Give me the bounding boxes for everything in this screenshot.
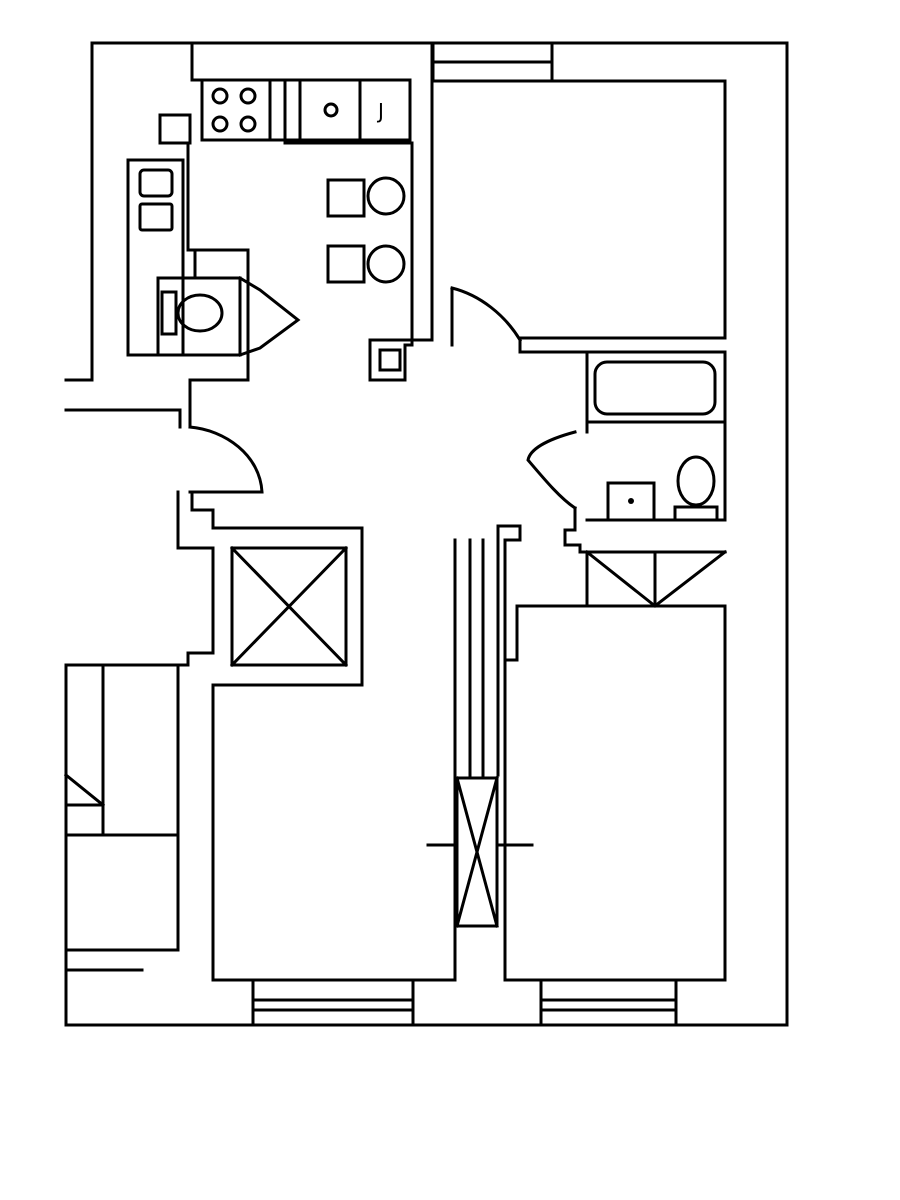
sliding-door [426, 776, 534, 928]
toilet-icon [160, 290, 224, 336]
window-top [431, 41, 554, 83]
half-bath [126, 113, 301, 429]
closet-living-room [229, 545, 349, 668]
bathroom-toilet-icon [673, 455, 719, 522]
entry-hall [64, 425, 727, 982]
kitchen [190, 41, 434, 382]
sink-icon [323, 102, 339, 118]
bedroom-top-right [430, 79, 727, 347]
window-bottom-left [251, 978, 415, 1027]
dining-table-icon [326, 176, 406, 284]
closet-bedroom [584, 549, 728, 608]
window-bottom-right [539, 978, 678, 1027]
washer-icon [138, 168, 174, 232]
kitchen-appliance-mark: J [376, 99, 384, 123]
bathroom-sink-icon [606, 481, 656, 522]
bedroom-bottom-right [503, 604, 727, 982]
corridor-shelving [63, 663, 180, 972]
stove-icon [211, 87, 257, 133]
outer-walls [64, 41, 789, 1027]
